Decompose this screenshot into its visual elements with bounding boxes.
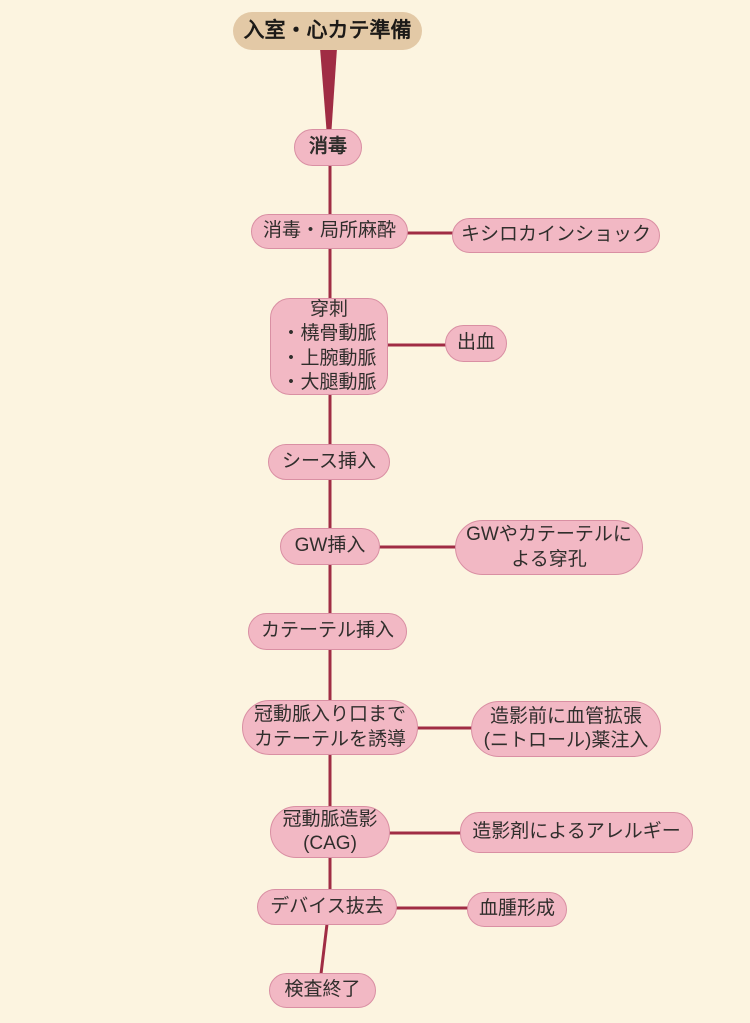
node-complication-bleeding: 出血 (445, 325, 507, 362)
node-guide-catheter-to-coronary-ostium: 冠動脈入り口まで カテーテルを誘導 (242, 700, 418, 755)
flow-arrow-wedge (320, 48, 337, 130)
node-disinfection: 消毒 (294, 129, 362, 166)
node-examination-end: 検査終了 (269, 973, 376, 1008)
connector-spine (319, 923, 329, 975)
node-device-removal: デバイス抜去 (257, 889, 397, 925)
node-complication-perforation: GWやカテーテルに よる穿孔 (455, 520, 643, 575)
node-complication-contrast-allergy: 造影剤によるアレルギー (460, 812, 693, 853)
node-puncture-arteries: 穿刺 ・橈骨動脈 ・上腕動脈 ・大腿動脈 (270, 298, 388, 395)
node-sheath-insertion: シース挿入 (268, 444, 390, 480)
node-guidewire-insertion: GW挿入 (280, 528, 380, 565)
node-coronary-angiography-cag: 冠動脈造影 (CAG) (270, 806, 390, 858)
node-complication-hematoma: 血腫形成 (467, 892, 567, 927)
node-entry-cath-prep: 入室・心カテ準備 (233, 12, 422, 50)
node-complication-xylocaine-shock: キシロカインショック (452, 218, 660, 253)
node-disinfection-local-anesthesia: 消毒・局所麻酔 (251, 214, 408, 249)
node-catheter-insertion: カテーテル挿入 (248, 613, 407, 650)
node-complication-vasodilator-injection: 造影前に血管拡張 (ニトロール)薬注入 (471, 701, 661, 757)
